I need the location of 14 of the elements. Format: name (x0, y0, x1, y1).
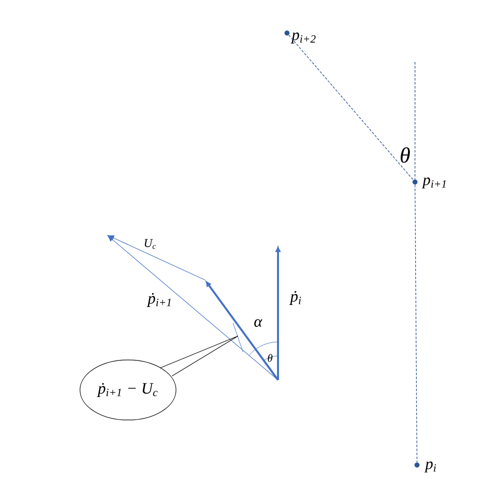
point-label: p$_{i+1}$ (422, 178, 446, 188)
vector-label: U$_{c}$ (142, 238, 158, 250)
angle-label: θ (400, 147, 410, 163)
dashed-line (288, 34, 414, 180)
callout-tail (160, 336, 238, 376)
vector-label: ṗ$_{i}$ (289, 290, 303, 306)
dashed-line (414, 184, 418, 463)
vector-label: ṗ$_{i+1}$ (146, 292, 174, 308)
callout-bubble: ṗ$_{i+1}$ − U$_{c}$ (80, 360, 176, 420)
angle-label: α (254, 319, 262, 327)
dashed-line (414, 62, 416, 180)
point-label: p$_{i+2}$ (290, 32, 316, 44)
angle-label: θ (268, 354, 272, 362)
point-label: p$_{i}$ (424, 462, 436, 472)
